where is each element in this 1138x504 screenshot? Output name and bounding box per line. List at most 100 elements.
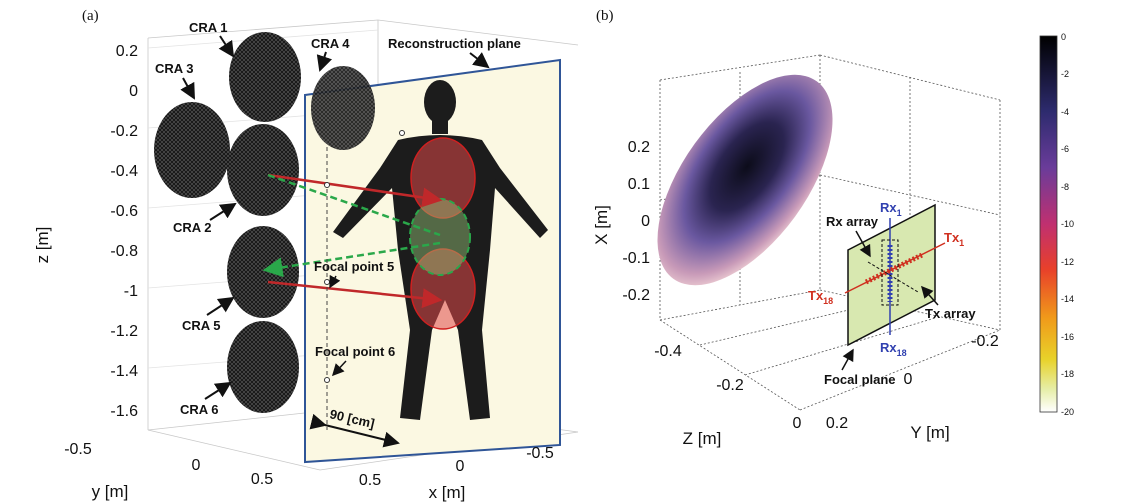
svg-text:-4: -4: [1061, 107, 1069, 117]
cra2-red-arrow: [267, 173, 443, 208]
cra-1-arrow: [218, 35, 235, 58]
svg-text:-0.4: -0.4: [110, 163, 138, 180]
focal-point-marker-2: [399, 130, 405, 136]
rx-array-arrow: [855, 230, 871, 258]
cra-6-disc: [227, 321, 299, 413]
focal-point-6-arrow: [331, 360, 347, 377]
colorbar-ticks: 0 -2 -4 -6 -8 -10 -12 -14 -16 -18 -20: [1061, 32, 1074, 417]
svg-text:-0.8: -0.8: [110, 243, 138, 260]
rx-array-label: Rx array: [826, 214, 879, 229]
panel-a-y-ticks: -0.5 0 0.5: [64, 441, 273, 488]
focal-plane-arrow: [841, 348, 854, 371]
svg-text:-16: -16: [1061, 332, 1074, 342]
panel-a-z-ticks: 0.2 0 -0.2 -0.4 -0.6 -0.8 -1 -1.2 -1.4 -…: [110, 43, 138, 420]
cra-1-label: CRA 1: [189, 20, 228, 35]
focal-point-5-label: Focal point 5: [314, 259, 394, 274]
focal-point-6-label: Focal point 6: [315, 344, 395, 359]
svg-text:-6: -6: [1061, 144, 1069, 154]
cra-6-label: CRA 6: [180, 402, 219, 417]
svg-text:-10: -10: [1061, 219, 1074, 229]
svg-text:-1: -1: [124, 283, 138, 300]
panel-a-x-label: x [m]: [429, 483, 466, 502]
reconstruction-plane-label: Reconstruction plane: [388, 36, 521, 51]
rx-18-label: Rx18: [880, 340, 907, 358]
panel-a-x-ticks: 0.5 0 -0.5: [359, 445, 554, 489]
svg-text:-0.4: -0.4: [654, 343, 682, 360]
panel-b-y-ticks: 0.2 0 -0.2: [826, 333, 999, 432]
svg-text:-1.6: -1.6: [110, 403, 138, 420]
svg-text:0.1: 0.1: [628, 176, 650, 193]
panel-b-label: (b): [596, 8, 614, 24]
cra-discs: [154, 32, 375, 413]
radiation-lobe: [657, 74, 833, 286]
cra-4-label: CRA 4: [311, 36, 350, 51]
panel-b-z-ticks: -0.4 -0.2 0: [654, 343, 801, 432]
cra5-red-arrow: [267, 280, 443, 309]
svg-text:0: 0: [641, 213, 650, 230]
tx-array-arrow: [921, 285, 939, 306]
cra-4-arrow: [316, 51, 333, 72]
svg-text:-0.5: -0.5: [526, 445, 554, 462]
svg-text:0: 0: [904, 371, 913, 388]
cra-5-label: CRA 5: [182, 318, 221, 333]
rx-array-box: [881, 239, 899, 306]
cra-2-arrow: [209, 202, 237, 221]
distance-arrow: [309, 413, 400, 448]
svg-text:-14: -14: [1061, 294, 1074, 304]
focal-point-5-arrow: [329, 274, 341, 289]
svg-text:0.5: 0.5: [359, 472, 381, 489]
svg-text:0.5: 0.5: [251, 471, 273, 488]
svg-text:0: 0: [1061, 32, 1066, 42]
cra2-green-dash: [267, 173, 441, 237]
rx-1-label: Rx1: [880, 200, 902, 218]
cra-1-disc: [229, 32, 301, 122]
svg-text:0: 0: [192, 457, 201, 474]
svg-text:-1.2: -1.2: [110, 323, 138, 340]
svg-text:-0.2: -0.2: [110, 123, 138, 140]
svg-text:0: 0: [456, 458, 465, 475]
focal-plane-label: Focal plane: [824, 372, 896, 387]
cra-6-arrow: [204, 381, 232, 400]
svg-text:-18: -18: [1061, 369, 1074, 379]
svg-text:0.2: 0.2: [826, 415, 848, 432]
svg-text:-2: -2: [1061, 69, 1069, 79]
reconstruction-plane-arrow: [469, 52, 490, 69]
panel-b-y-label: Y [m]: [910, 423, 949, 442]
panel-b-x-label: X [m]: [592, 205, 611, 245]
tx-1-label: Tx1: [944, 230, 964, 248]
cra5-green-dash: [262, 241, 441, 278]
cra-3-label: CRA 3: [155, 61, 194, 76]
focal-point-6-marker: [324, 377, 330, 383]
cra-3-arrow: [180, 77, 195, 100]
colorbar: [1039, 35, 1058, 413]
panel-b-x-ticks: 0.2 0.1 0 -0.1 -0.2: [622, 139, 650, 304]
cra-2-disc: [227, 124, 299, 216]
svg-text:-12: -12: [1061, 257, 1074, 267]
svg-text:0.2: 0.2: [116, 43, 138, 60]
svg-text:-0.2: -0.2: [622, 287, 650, 304]
svg-text:0: 0: [129, 83, 138, 100]
svg-text:-8: -8: [1061, 182, 1069, 192]
svg-text:-0.2: -0.2: [716, 377, 744, 394]
focal-point-marker: [324, 182, 330, 188]
tx-array-label: Tx array: [925, 306, 976, 321]
panel-a-label: (a): [82, 8, 99, 24]
tx-18-label: Tx18: [808, 288, 833, 306]
svg-text:-0.5: -0.5: [64, 441, 92, 458]
svg-text:-0.2: -0.2: [971, 333, 999, 350]
cra-5-disc: [227, 226, 299, 318]
panel-a-y-label: y [m]: [92, 482, 129, 501]
cra-3-disc: [154, 102, 230, 198]
svg-text:-20: -20: [1061, 407, 1074, 417]
svg-text:-0.6: -0.6: [110, 203, 138, 220]
svg-text:-1.4: -1.4: [110, 363, 138, 380]
svg-text:-0.1: -0.1: [622, 250, 650, 267]
focal-region-green: [409, 198, 471, 276]
cra-4-disc: [311, 66, 375, 150]
panel-b-z-label: Z [m]: [683, 429, 722, 448]
svg-text:0: 0: [793, 415, 802, 432]
focal-region-lower: [410, 248, 476, 330]
svg-text:0.2: 0.2: [628, 139, 650, 156]
cra-5-arrow: [206, 296, 235, 316]
